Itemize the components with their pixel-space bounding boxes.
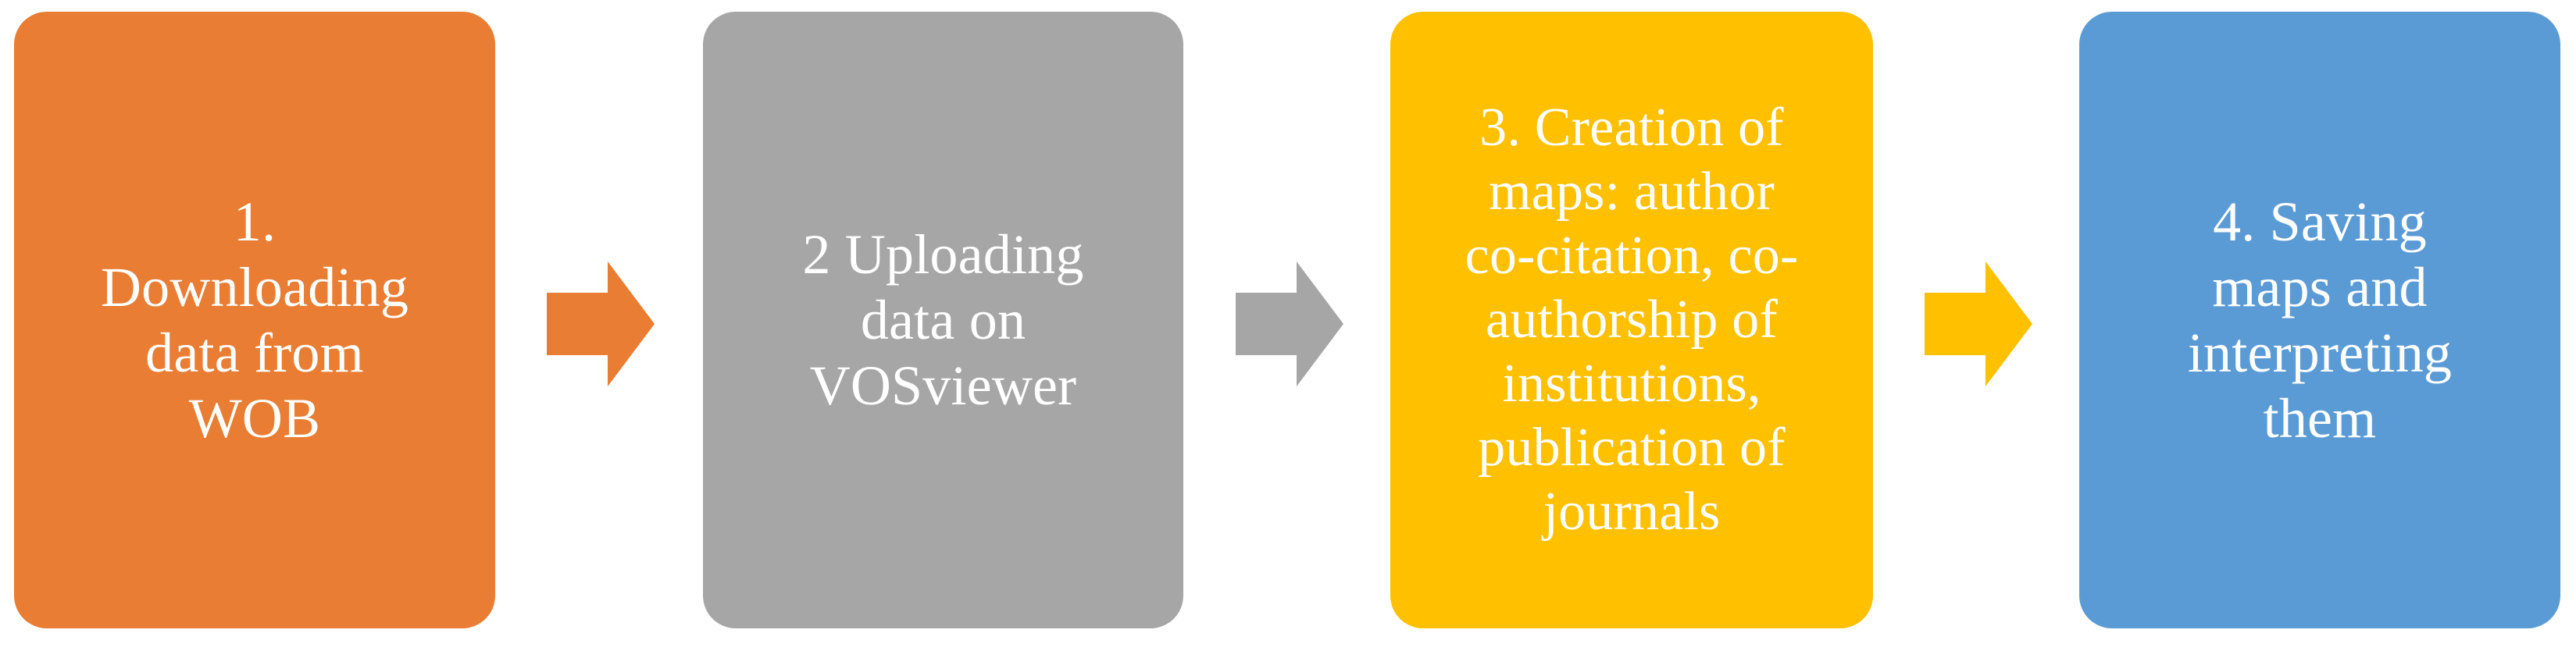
connector-arrow-1 bbox=[547, 261, 655, 386]
process-step-1[interactable]: 1. Downloading data from WOB bbox=[14, 12, 495, 628]
connector-arrow-3 bbox=[1925, 261, 2032, 386]
process-step-2-label: 2 Uploading data on VOSviewer bbox=[802, 222, 1084, 418]
process-step-1-label: 1. Downloading data from WOB bbox=[100, 190, 409, 450]
process-step-3-label: 3. Creation of maps: author co-citation,… bbox=[1465, 98, 1799, 542]
process-step-4[interactable]: 4. Saving maps and interpreting them bbox=[2079, 12, 2560, 628]
right-block-arrow-icon bbox=[1236, 261, 1343, 386]
connector-arrow-2 bbox=[1236, 261, 1343, 386]
process-step-2[interactable]: 2 Uploading data on VOSviewer bbox=[703, 12, 1183, 628]
right-block-arrow-icon bbox=[1925, 261, 2032, 386]
process-step-3[interactable]: 3. Creation of maps: author co-citation,… bbox=[1390, 12, 1873, 628]
right-block-arrow-icon bbox=[547, 261, 655, 386]
process-step-4-label: 4. Saving maps and interpreting them bbox=[2187, 190, 2453, 450]
